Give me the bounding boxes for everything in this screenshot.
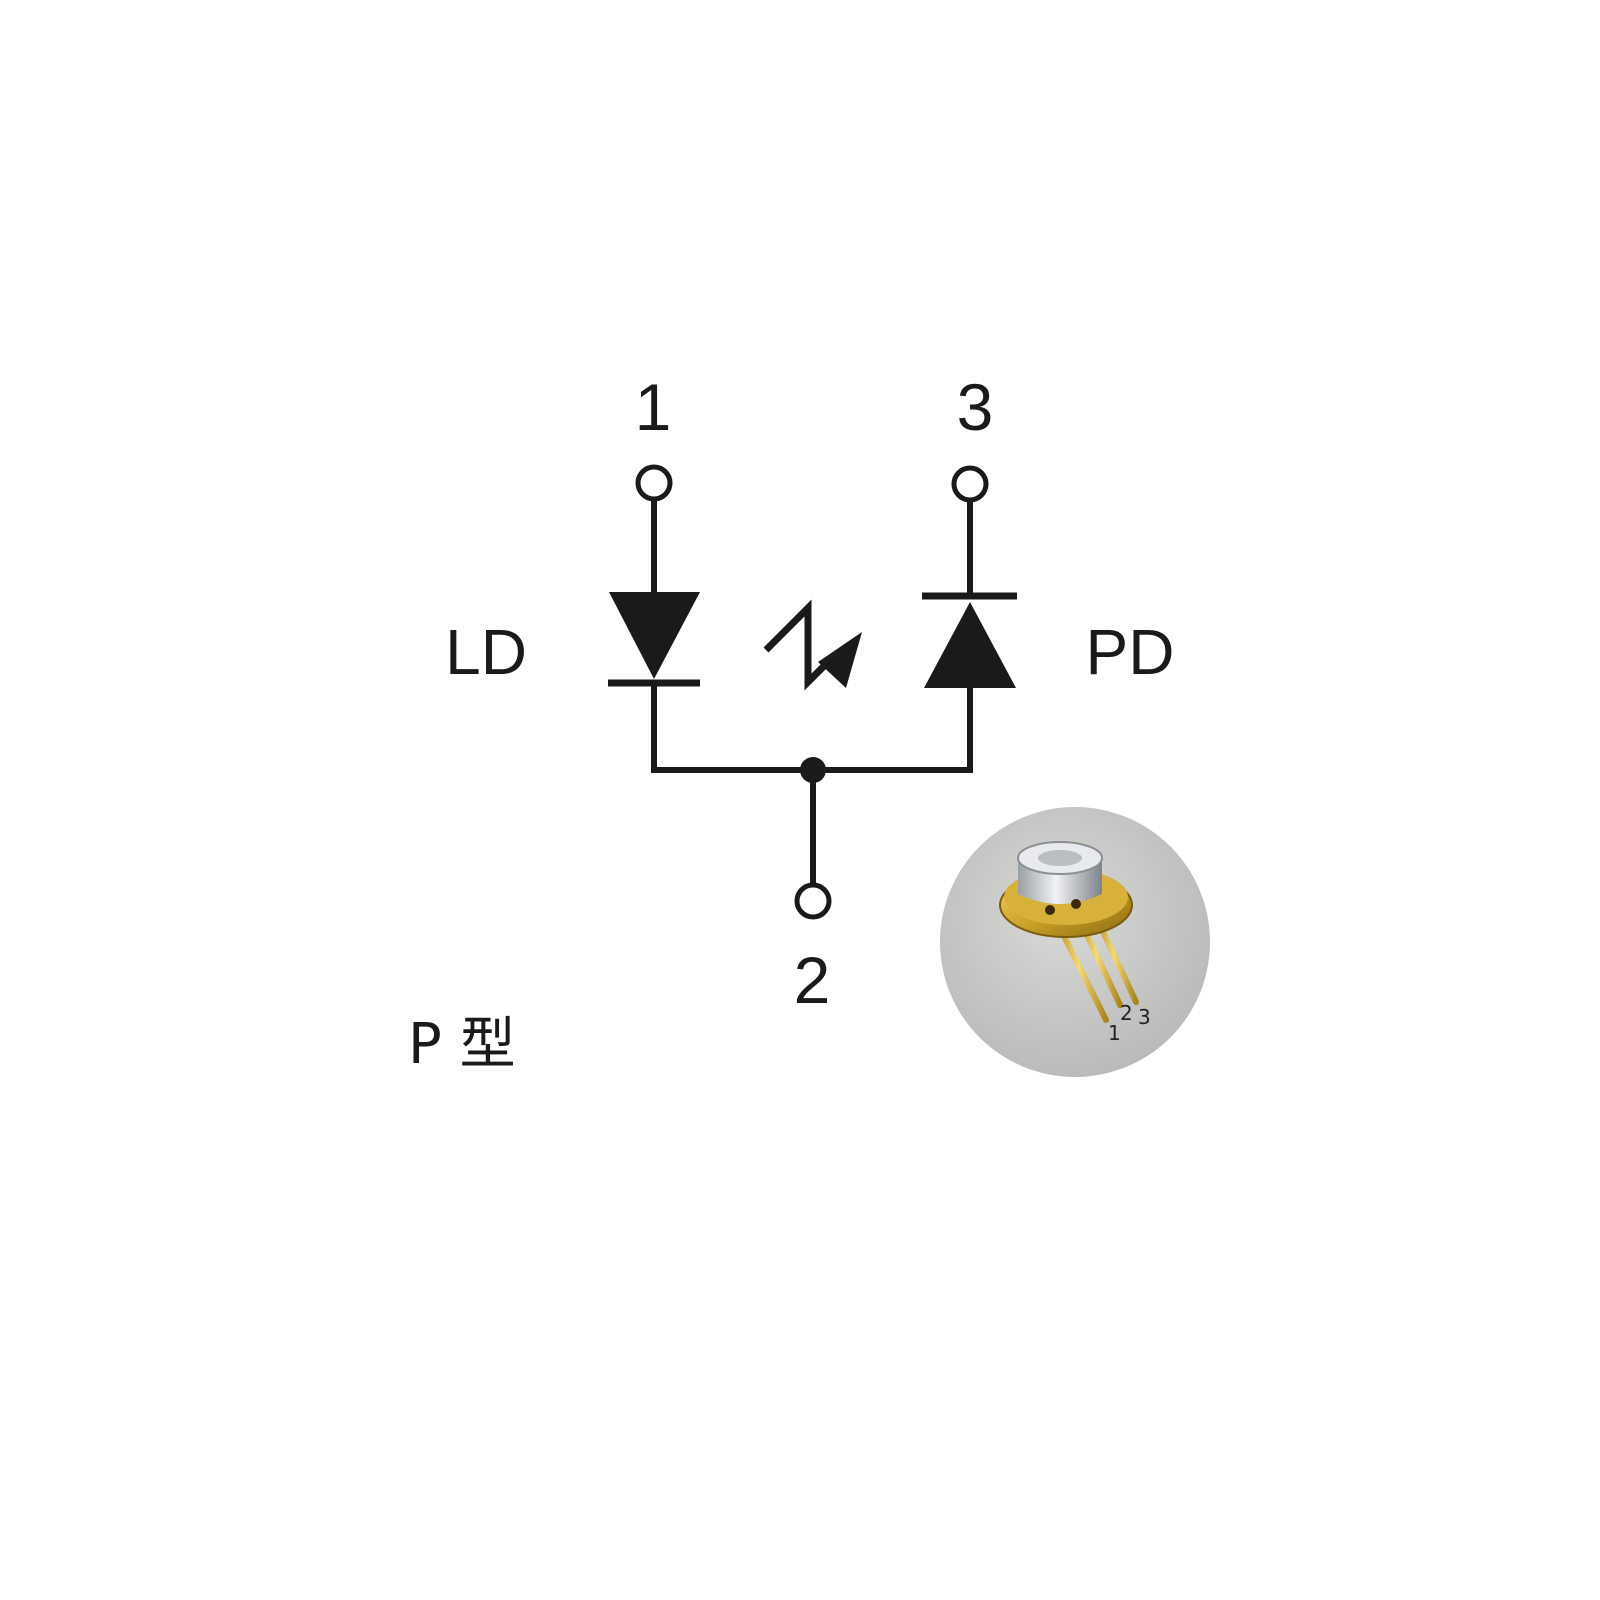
product-photo: 1 2 3 [928,798,1210,1086]
pin-1-terminal [635,464,673,502]
photo-pin-3-label: 3 [1138,1005,1151,1029]
pin-1-label: 1 [635,370,672,444]
junction-dot [800,757,826,783]
pin-3-terminal [951,465,989,503]
photo-pin-2-label: 2 [1120,1001,1133,1025]
light-arrow-icon [763,599,862,691]
pd-label: PD [1086,616,1175,688]
wires [651,499,973,885]
pin-2-terminal [794,882,832,920]
laser-diode-symbol [608,592,700,687]
pin-3-label: 3 [957,370,994,444]
ld-label: LD [445,616,527,688]
type-label: P 型 [408,1012,516,1077]
photodiode-symbol [922,592,1017,688]
pin-2-label: 2 [794,943,831,1017]
photo-pin-1-label: 1 [1108,1021,1121,1045]
